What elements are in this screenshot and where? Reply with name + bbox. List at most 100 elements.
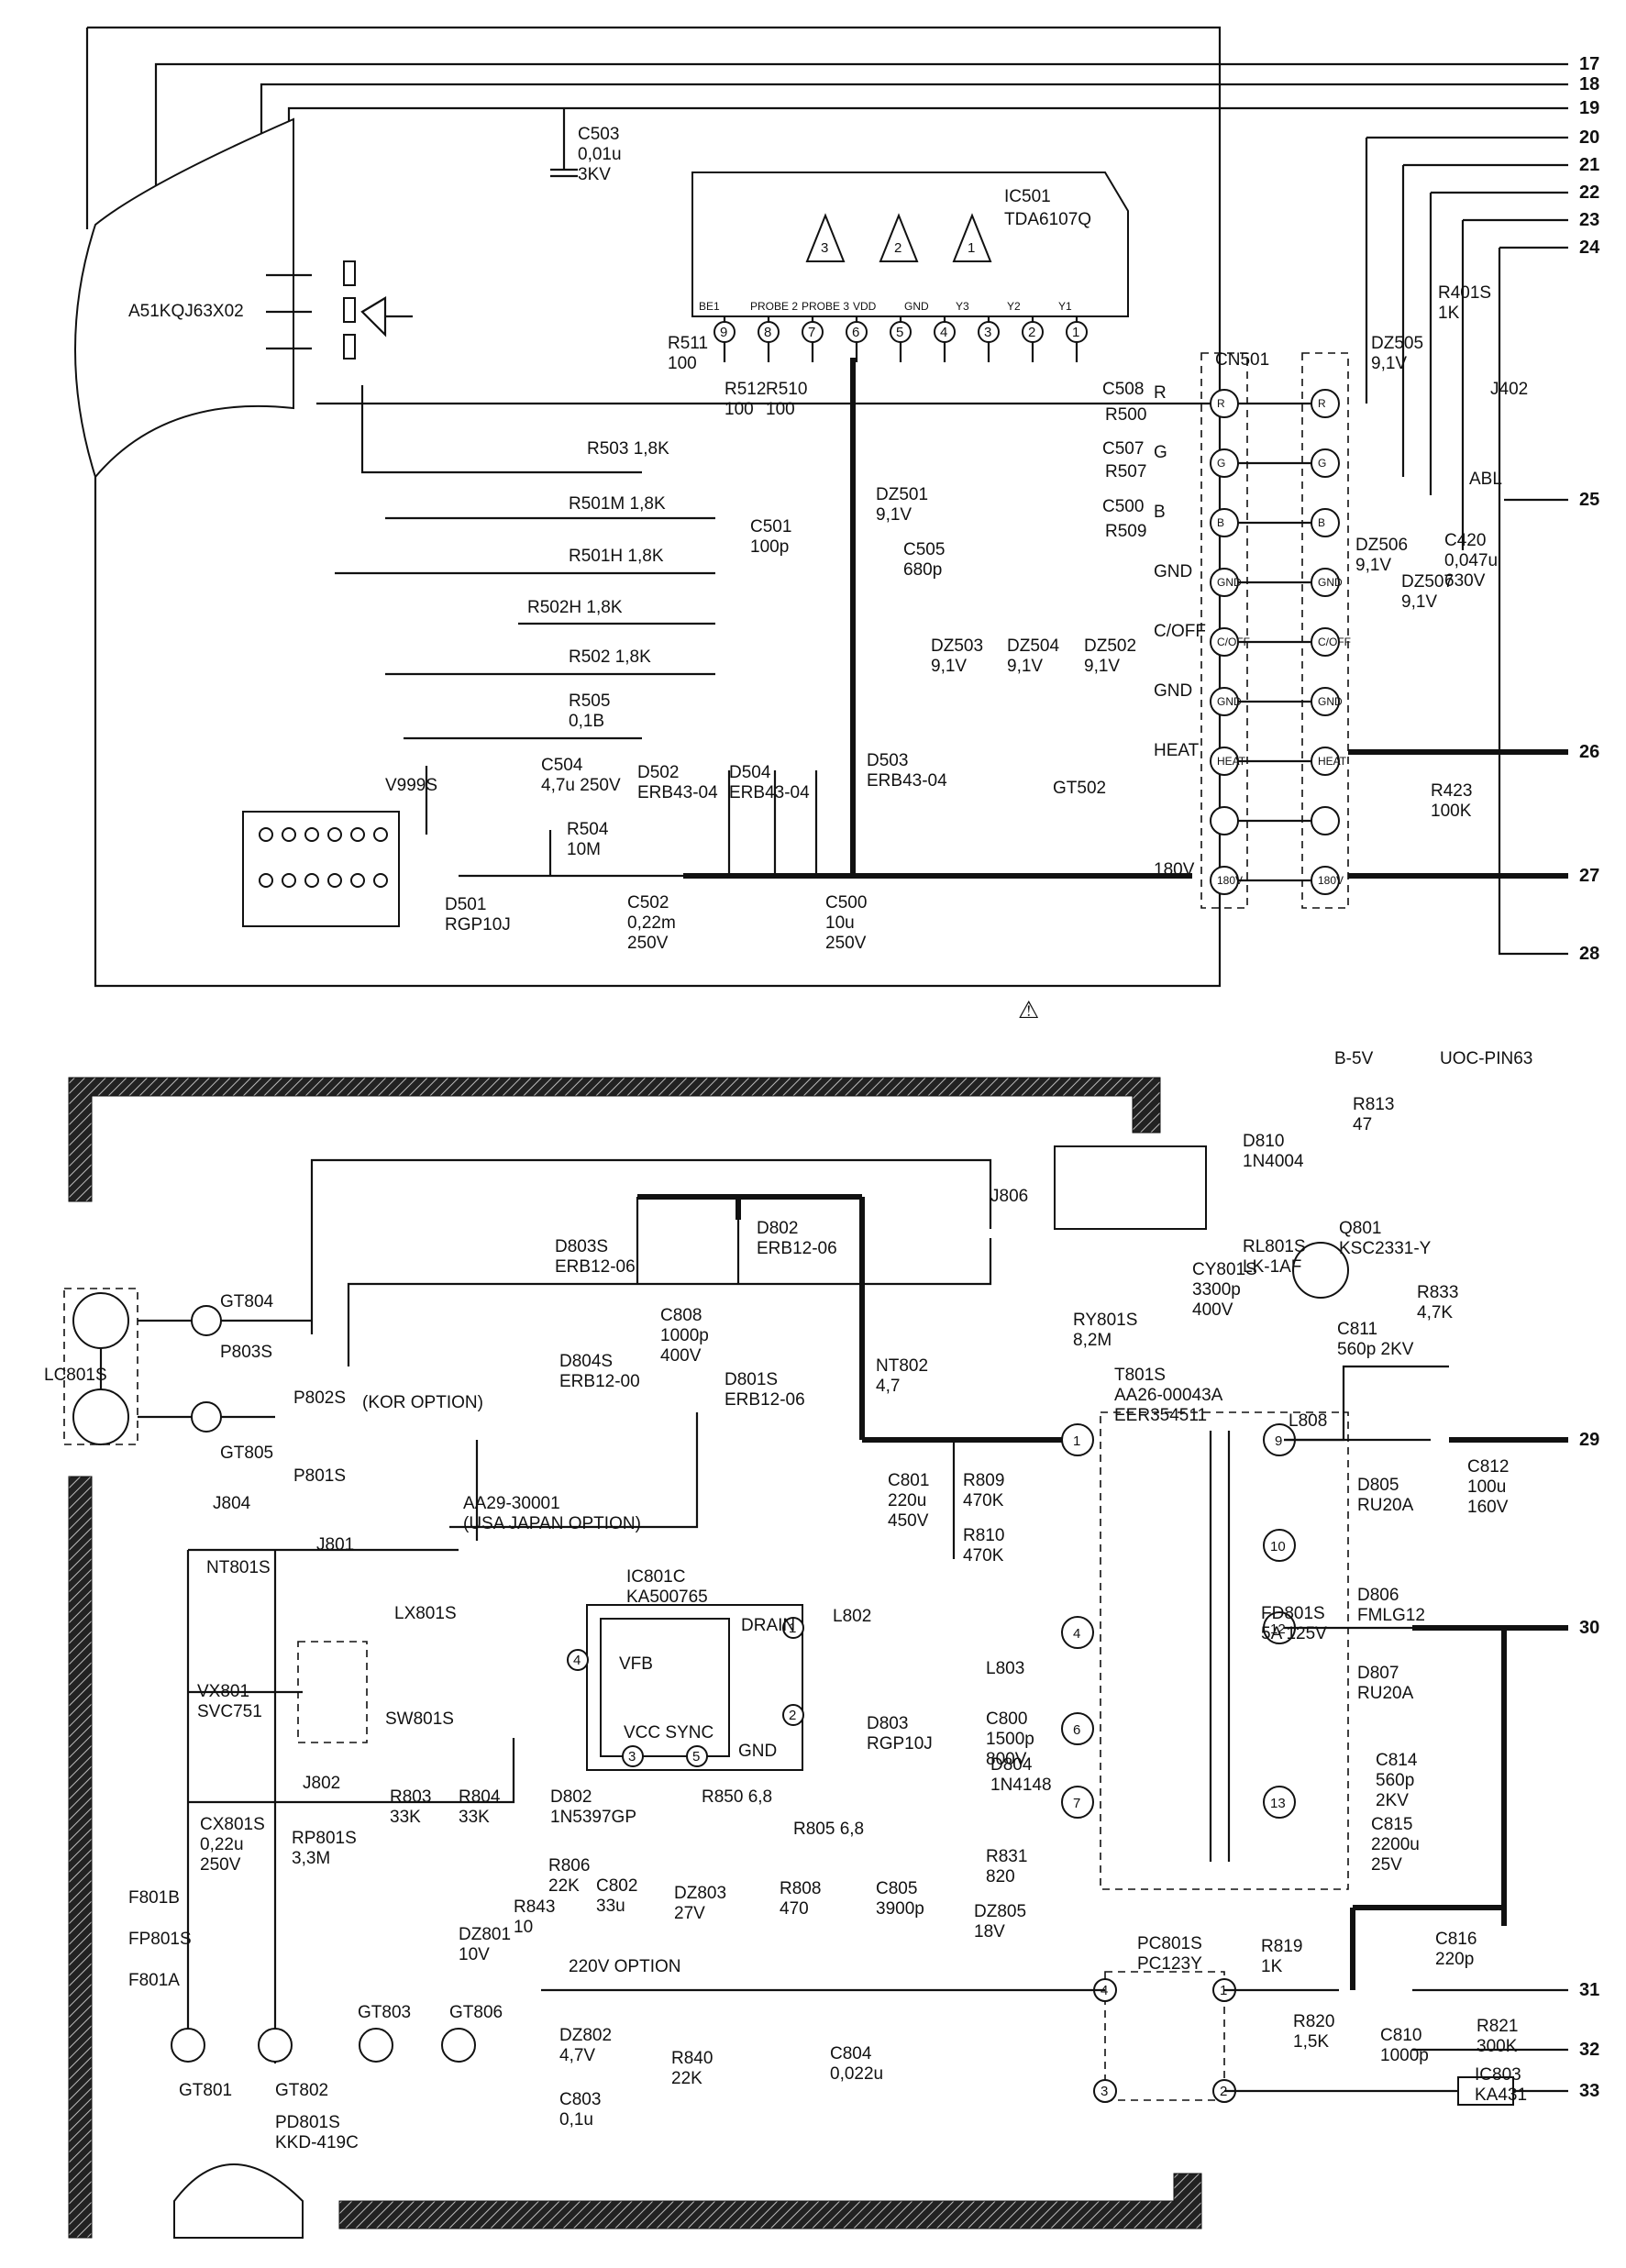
label-r503: R503 1,8K [587, 439, 669, 459]
label-d804s-line: D804S [559, 1352, 613, 1371]
terminal-32: 32 [1579, 2040, 1599, 2060]
terminal-20: 20 [1579, 127, 1599, 148]
label-q801-line: KSC2331-Y [1339, 1239, 1432, 1258]
cn501-pin-label: C/OFF [1318, 636, 1351, 648]
label-t801s-line: T801S [1114, 1366, 1166, 1385]
ic501-pin-9 [713, 321, 736, 343]
label-p802s: P802S [293, 1388, 346, 1408]
crt-model-label: A51KQJ63X02 [128, 302, 244, 321]
label-j804-line: J804 [213, 1494, 251, 1513]
label-aa29-line: AA29-30001 [463, 1494, 560, 1513]
cn501-pin [1311, 806, 1340, 835]
label-d503-line: ERB43-04 [867, 771, 947, 791]
cn501-pin-label: C/OFF [1217, 636, 1250, 648]
label-r806-line: 22K [548, 1876, 580, 1896]
label-cx801s-line: CX801S [200, 1815, 265, 1834]
label-d501-line: RGP10J [445, 915, 511, 935]
label-vccsync: VCC SYNC [624, 1723, 713, 1742]
label-r820-line: R820 [1293, 2012, 1334, 2031]
label-r504-line: 10M [567, 840, 601, 859]
label-r813-line: 47 [1353, 1115, 1372, 1134]
ic501-pin-8 [758, 321, 780, 343]
label-gt801-line: GT801 [179, 2081, 232, 2100]
label-r805-line: R805 6,8 [793, 1820, 864, 1839]
label-d805-line: D805 [1357, 1476, 1399, 1495]
label-c810-line: 1000p [1380, 2046, 1429, 2065]
label-d801s-line: D801S [725, 1370, 778, 1389]
label-c803-line: 0,1u [559, 2110, 593, 2130]
socket-pin [259, 873, 273, 888]
cn501-pin-label: GND [1318, 695, 1343, 708]
label-dz506-line: 9,1V [1355, 556, 1391, 575]
label-d810-line: 1N4004 [1243, 1152, 1304, 1171]
label-r805: R805 6,8 [793, 1820, 864, 1839]
label-r505-line: R505 [569, 691, 610, 711]
label-r501m: R501M 1,8K [569, 494, 666, 514]
label-r819-line: R819 [1261, 1937, 1302, 1956]
label-c808-line: 1000p [660, 1326, 709, 1345]
terminal-27: 27 [1579, 866, 1599, 886]
label-pc801s-line: PC123Y [1137, 1954, 1202, 1974]
label-r821-line: R821 [1477, 2017, 1518, 2036]
label-r840-line: 22K [671, 2069, 702, 2088]
label-fd801s-line: FD801S [1261, 1604, 1325, 1623]
t801-pin-num: 9 [1275, 1433, 1282, 1449]
ic803-body [1457, 2076, 1514, 2106]
label-d803-line: RGP10J [867, 1734, 933, 1754]
label-abl: ABL [1469, 470, 1502, 489]
ic801-pin-num: 3 [628, 1749, 636, 1765]
label-r511-line: 100 [668, 354, 697, 373]
label-d504-line: D504 [729, 763, 771, 782]
label-c808-line: C808 [660, 1306, 702, 1325]
label-r501h: R501H 1,8K [569, 547, 664, 566]
ic501-pin-num: 5 [896, 325, 903, 340]
cn501-side-label: GND [1154, 681, 1192, 701]
label-b5v: B-5V [1334, 1049, 1374, 1068]
label-c420-line: C420 [1444, 531, 1486, 550]
ic801-pin-num: 4 [573, 1653, 581, 1668]
label-j804: J804 [213, 1494, 251, 1513]
label-q801-line: Q801 [1339, 1219, 1381, 1238]
amp-3 [805, 213, 846, 262]
label-c508-line: C508 [1102, 380, 1144, 399]
socket-pin [259, 827, 273, 842]
label-r512-line: R512 [725, 380, 766, 399]
label-gt802-line: GT802 [275, 2081, 328, 2100]
label-d804-line: 1N4148 [990, 1776, 1052, 1795]
label-r504-line: R504 [567, 820, 609, 839]
label-cn501-line: CN501 [1215, 350, 1269, 370]
socket-pin [282, 873, 296, 888]
label-c508: C508 [1102, 380, 1144, 399]
ic501-pin-num: 8 [764, 325, 771, 340]
t801-pin-6 [1061, 1712, 1094, 1745]
label-dz505-line: 9,1V [1371, 354, 1407, 373]
label-rp801s-line: 3,3M [292, 1849, 330, 1868]
label-lx801s-line: LX801S [394, 1604, 457, 1623]
label-nt801s-line: NT801S [206, 1558, 271, 1577]
cn501-side-label: G [1154, 443, 1167, 462]
label-f801b: F801B [128, 1888, 180, 1908]
label-p801s: P801S [293, 1466, 346, 1486]
label-dz504-line: DZ504 [1007, 636, 1059, 656]
label-fp801s: FP801S [128, 1930, 192, 1949]
label-l802: L802 [833, 1607, 871, 1626]
